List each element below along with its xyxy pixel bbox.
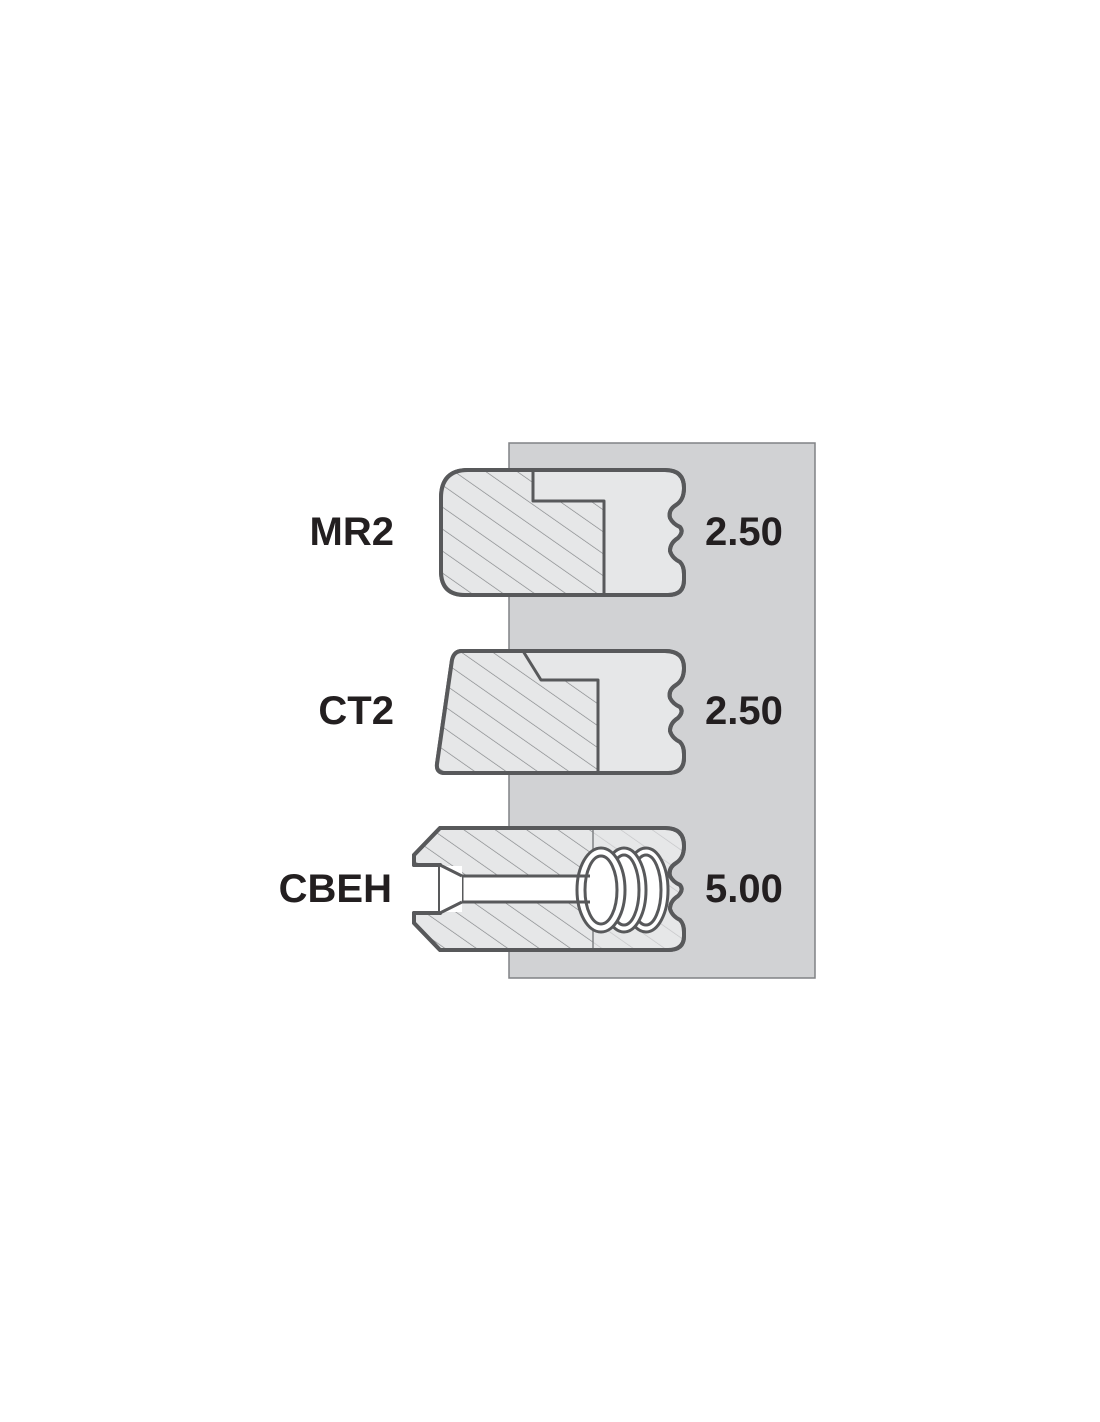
ring-mr2: MR2 2.50 bbox=[310, 468, 783, 597]
ring-cbeh-slot-mouth bbox=[440, 866, 462, 912]
ring-cbeh-slot bbox=[460, 874, 589, 904]
spring-coil bbox=[583, 854, 619, 926]
ring-cbeh-expander-spring bbox=[575, 846, 670, 934]
ring-ct2-width: 2.50 bbox=[705, 689, 783, 733]
ring-mr2-code: MR2 bbox=[310, 510, 394, 554]
ring-cbeh-slot-mouth-edge bbox=[439, 863, 463, 915]
ring-ct2-code: CT2 bbox=[318, 689, 394, 733]
ring-cbeh-code: CBEH bbox=[279, 867, 392, 911]
ring-mr2-width: 2.50 bbox=[705, 510, 783, 554]
ring-cbeh-outline bbox=[412, 826, 686, 952]
ring-ct2-outline bbox=[434, 649, 686, 775]
ring-cbeh: CBEH 5.00 bbox=[279, 826, 783, 952]
ring-ct2: CT2 2.50 bbox=[318, 649, 783, 775]
ring-cbeh-width: 5.00 bbox=[705, 867, 783, 911]
ring-mr2-outline bbox=[439, 468, 686, 597]
